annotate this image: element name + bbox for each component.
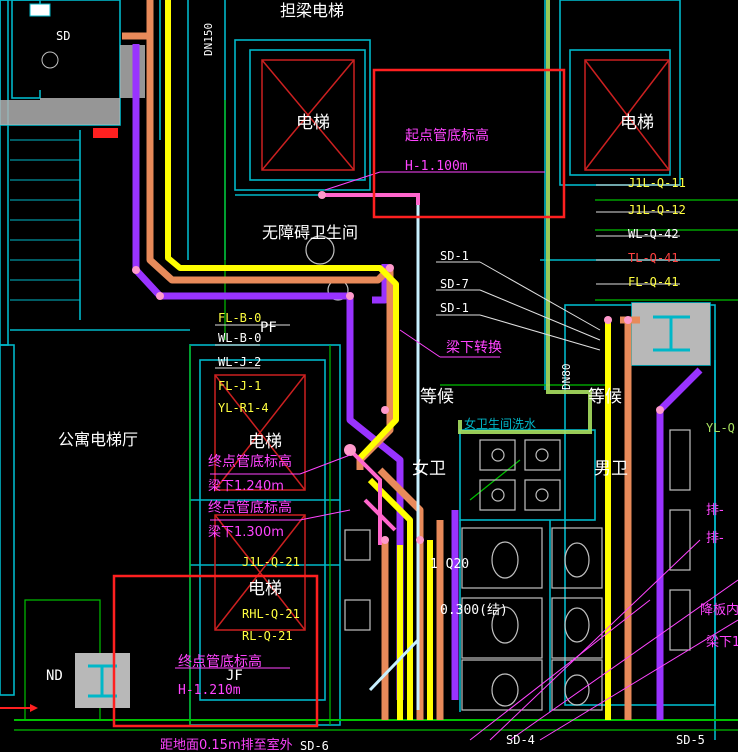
label-jf: JF — [226, 668, 243, 684]
label-j1l-q-12: J1L-Q-12 — [628, 203, 686, 217]
highlight-boxes — [112, 68, 566, 728]
label-apartment-lobby: 公寓电梯厅 — [58, 430, 138, 449]
label-waiting-1: 等候 — [420, 387, 454, 407]
label-bottom-note: 距地面0.15m排至室外 — [160, 737, 293, 752]
label-sd: SD — [56, 29, 70, 43]
label-right-edge-4: 降板内 — [700, 602, 738, 618]
label-sd-5: SD-5 — [676, 733, 705, 747]
elevator-shafts — [214, 59, 670, 631]
label-beam-conversion: 梁下转换 — [446, 339, 502, 356]
label-rl-q-21: RL-Q-21 — [242, 629, 293, 643]
label-sd-1a: SD-1 — [440, 249, 469, 263]
label-wl-q-42: WL-Q-42 — [628, 227, 679, 241]
label-rhl-q-21: RHL-Q-21 — [242, 607, 300, 621]
label-end-pipe-value-2: 梁下1.300m — [208, 525, 284, 540]
label-elevator-left: 电梯 — [296, 113, 330, 133]
label-nd: ND — [46, 668, 63, 684]
label-right-edge-2: 排- — [706, 503, 724, 518]
label-wl-b-0: WL-B-0 — [218, 331, 261, 345]
label-end-pipe-title-2: 终点管底标高 — [208, 499, 292, 516]
label-fl-b-0: FL-B-0 — [218, 311, 261, 325]
red-markers — [0, 128, 118, 712]
label-start-pipe-title: 起点管底标高 — [405, 127, 489, 144]
label-end-pipe-value-3: H-1.210m — [178, 683, 241, 698]
label-sd-6: SD-6 — [300, 739, 329, 752]
label-sd-1b: SD-1 — [440, 301, 469, 315]
label-sd-7: SD-7 — [440, 277, 469, 291]
label-sd-4: SD-4 — [506, 733, 535, 747]
label-j1l-q-11: J1L-Q-11 — [628, 176, 686, 190]
text-labels: 担梁电梯 电梯 电梯 起点管底标高 H-1.100m 无障碍卫生间 公寓电梯厅 … — [46, 1, 738, 752]
label-elevator-low: 电梯 — [248, 579, 282, 599]
leader-lines — [175, 171, 738, 741]
label-fl-j-1: FL-J-1 — [218, 379, 261, 393]
label-end-pipe-value-1: 梁下1.240m — [208, 479, 284, 494]
pipe-yellow — [165, 0, 611, 720]
pipe-joints — [132, 191, 664, 544]
label-j1l-q-21: J1L-Q-21 — [242, 555, 300, 569]
label-pf: PF — [260, 320, 277, 336]
leader-lines-white — [215, 184, 680, 369]
label-fl-q-41: FL-Q-41 — [628, 275, 679, 289]
label-wc-wash: 女卫生间洗水 — [464, 416, 536, 431]
green-pipe — [458, 0, 592, 434]
label-dn150: DN150 — [202, 23, 215, 56]
label-right-edge-1: YL-Q — [706, 421, 735, 435]
sanitary-fixtures — [305, 235, 691, 711]
label-accessible-wc: 无障碍卫生间 — [262, 223, 358, 242]
shaft-block — [0, 3, 145, 125]
label-wl-j-2: WL-J-2 — [218, 355, 261, 369]
pipe-cyan — [368, 205, 420, 710]
label-elevator-mid: 电梯 — [248, 432, 282, 452]
label-end-pipe-title-3: 终点管底标高 — [178, 653, 262, 670]
label-tl-q-41: TL-Q-41 — [628, 251, 679, 265]
label-right-edge-5: 梁下1 — [706, 635, 738, 650]
label-dn80: DN80 — [560, 364, 573, 391]
label-end-pipe-title-1: 终点管底标高 — [208, 453, 292, 470]
label-elevator-right: 电梯 — [620, 113, 654, 133]
label-start-pipe-value: H-1.100m — [405, 159, 468, 174]
label-female-wc: 女卫 — [412, 459, 446, 479]
label-elevator-top: 担梁电梯 — [280, 1, 344, 20]
label-right-edge-3: 排- — [706, 531, 724, 546]
label-yl-r1-4: YL-R1-4 — [218, 401, 269, 415]
label-q20: 1 Q20 — [430, 557, 469, 572]
label-waiting-2: 等候 — [588, 387, 622, 407]
stair-lines — [10, 139, 80, 301]
pipe-magenta — [322, 193, 420, 545]
label-male-wc: 男卫 — [594, 459, 628, 479]
label-elev-300: 0.300(结) — [440, 603, 508, 618]
structural-columns — [75, 303, 710, 708]
